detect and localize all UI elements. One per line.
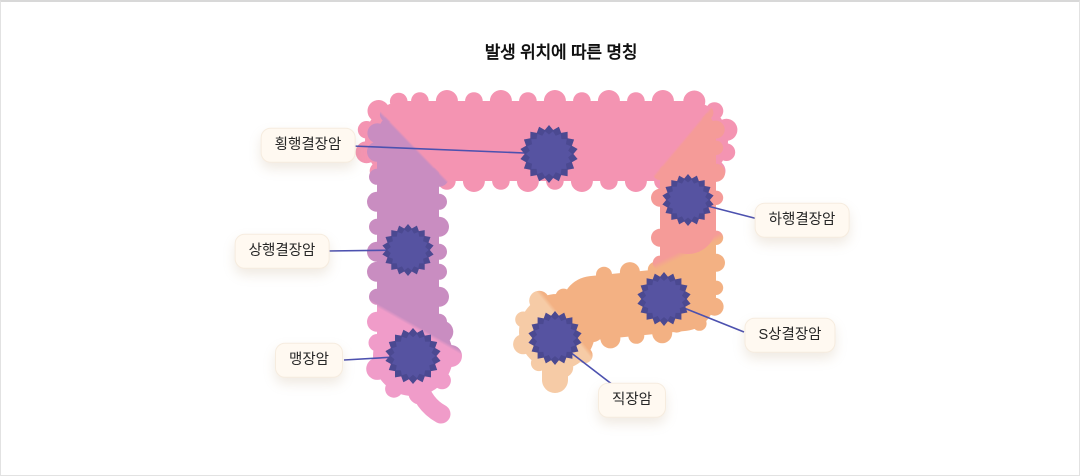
- label-transverse-colon-cancer: 횡행결장암: [260, 127, 356, 163]
- label-sigmoid-colon-cancer: S상결장암: [744, 317, 836, 353]
- tumor-marker: [385, 328, 441, 384]
- tumor-marker: [662, 174, 714, 226]
- tumor-markers: [382, 125, 714, 384]
- label-cecum-cancer: 맹장암: [274, 342, 344, 378]
- connector-line: [351, 145, 550, 155]
- label-ascending-colon-cancer: 상행결장암: [234, 233, 330, 269]
- label-descending-colon-cancer: 하행결장암: [754, 202, 850, 238]
- label-rectum-cancer: 직장암: [597, 382, 667, 418]
- tumor-marker: [637, 272, 691, 326]
- tumor-marker: [382, 224, 434, 276]
- tumor-marker: [528, 311, 582, 365]
- tumor-marker: [520, 125, 578, 183]
- diagram-title: 발생 위치에 따른 명칭: [484, 43, 638, 62]
